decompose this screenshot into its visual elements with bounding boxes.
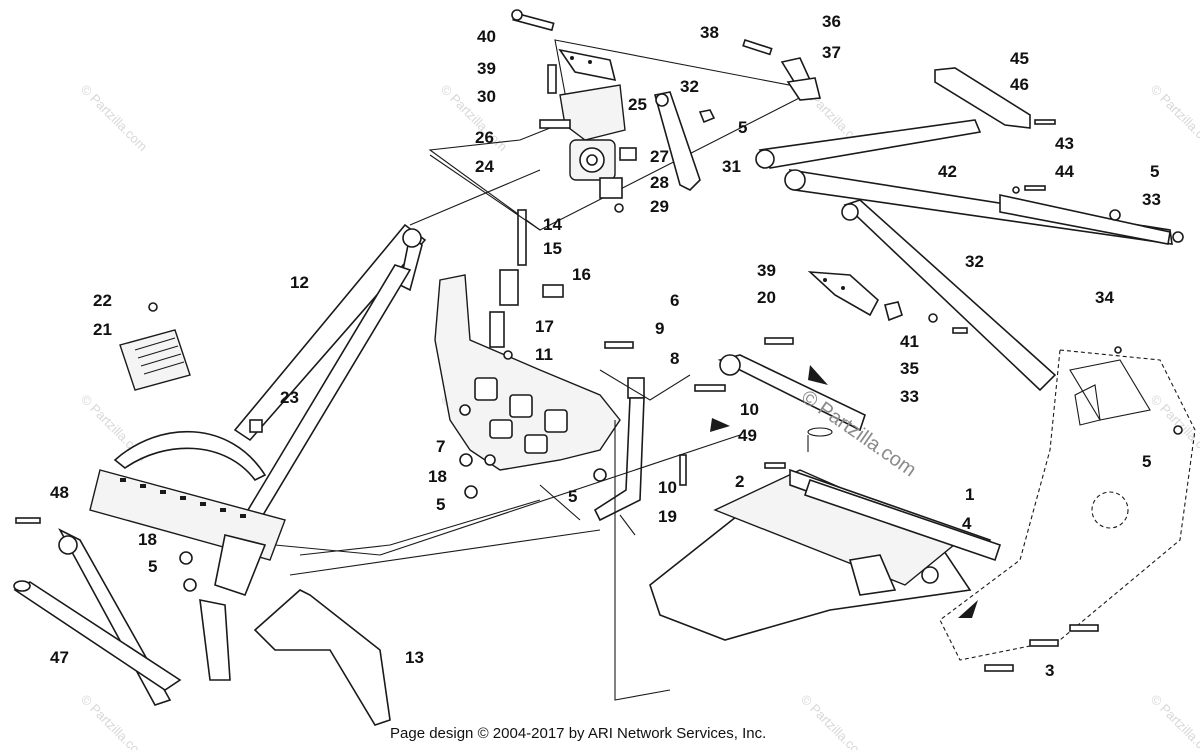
- callout-22: 22: [93, 291, 112, 310]
- callout-46: 46: [1010, 75, 1029, 94]
- leader-lines: [274, 154, 741, 701]
- decal-lines: [134, 337, 185, 375]
- callout-5: 5: [1142, 452, 1151, 471]
- callout-5: 5: [148, 557, 157, 576]
- callout-31: 31: [722, 157, 741, 176]
- center-bulkhead: [434, 209, 634, 499]
- callout-37: 37: [822, 43, 841, 62]
- engine-cradle: [649, 462, 1099, 672]
- callout-32: 32: [680, 77, 699, 96]
- callout-5: 5: [738, 118, 747, 137]
- callout-29: 29: [650, 197, 669, 216]
- callout-44: 44: [1055, 162, 1074, 181]
- callout-36: 36: [822, 12, 841, 31]
- callout-15: 15: [543, 239, 562, 258]
- footer-copyright: Page design © 2004-2017 by ARI Network S…: [390, 725, 766, 742]
- watermark: © Partzilla.com: [798, 692, 871, 750]
- callout-47: 47: [50, 648, 69, 667]
- callout-17: 17: [535, 317, 554, 336]
- callout-13: 13: [405, 648, 424, 667]
- callout-11: 11: [535, 345, 553, 364]
- steering-unit: [569, 139, 616, 181]
- front-frame-triangle: [15, 223, 427, 706]
- callout-5: 5: [568, 487, 577, 506]
- callout-16: 16: [572, 265, 591, 284]
- callout-18: 18: [428, 467, 447, 486]
- skid-plate: [253, 589, 391, 726]
- callout-39: 39: [757, 261, 776, 280]
- callout-33: 33: [900, 387, 919, 406]
- watermark: © Partzilla.com: [1148, 692, 1200, 750]
- callout-5: 5: [436, 495, 445, 514]
- callout-6: 6: [670, 291, 679, 310]
- callout-labels: 40 39 30 38 36 37 32 25 26 24 5 27 31 28…: [50, 12, 1161, 680]
- callout-4: 3: [1045, 661, 1054, 680]
- callout-41: 41: [900, 332, 919, 351]
- callout-40: 40: [477, 27, 496, 46]
- callout-25: 25: [628, 95, 647, 114]
- tunnel-frame-right: [939, 346, 1196, 661]
- callout-12: 12: [290, 273, 309, 292]
- callout-2: 2: [735, 472, 744, 491]
- callout-34: 34: [1095, 288, 1114, 307]
- watermark: © Partzilla.com: [78, 82, 151, 155]
- watermark: © Partzilla.com: [1148, 82, 1200, 155]
- callout-7: 7: [436, 437, 445, 456]
- callout-43: 43: [1055, 134, 1074, 153]
- steering-arm: [710, 337, 866, 452]
- callout-42: 42: [938, 162, 957, 181]
- callout-48: 48: [50, 483, 69, 502]
- callout-10: 10: [658, 478, 677, 497]
- callout-35: 35: [900, 359, 919, 378]
- callout-38: 38: [700, 23, 719, 42]
- callout-24: 24: [475, 157, 494, 176]
- callout-33: 33: [1142, 190, 1161, 209]
- steering-column-bracket: [593, 377, 726, 536]
- upper-a-arm-assembly: [755, 67, 1184, 245]
- bumper-tube: [13, 580, 182, 691]
- callout-21: 21: [93, 320, 112, 339]
- callout-14: 14: [543, 215, 562, 234]
- callout-45: 45: [1010, 49, 1029, 68]
- callout-23: 23: [280, 388, 299, 407]
- callout-10: 10: [740, 400, 759, 419]
- watermark: © Partzilla.com: [78, 692, 151, 750]
- callout-1: 1: [965, 485, 974, 504]
- callout-27: 27: [650, 147, 669, 166]
- callout-8: 8: [670, 349, 679, 368]
- callout-32: 32: [965, 252, 984, 271]
- callout-5: 4: [962, 514, 972, 533]
- callout-30: 30: [477, 87, 496, 106]
- callout-20: 20: [757, 288, 776, 307]
- callout-39: 39: [477, 59, 496, 78]
- callout-5: 5: [1150, 162, 1159, 181]
- callout-28: 28: [650, 173, 669, 192]
- callout-19: 19: [658, 507, 677, 526]
- steering-post-assembly: [428, 9, 822, 231]
- callout-49: 49: [738, 426, 757, 445]
- callout-26: 26: [475, 128, 494, 147]
- callout-9: 9: [655, 319, 664, 338]
- callout-18: 18: [138, 530, 157, 549]
- lower-arm-right: [807, 199, 1057, 392]
- cross-beam-holes: [120, 478, 246, 518]
